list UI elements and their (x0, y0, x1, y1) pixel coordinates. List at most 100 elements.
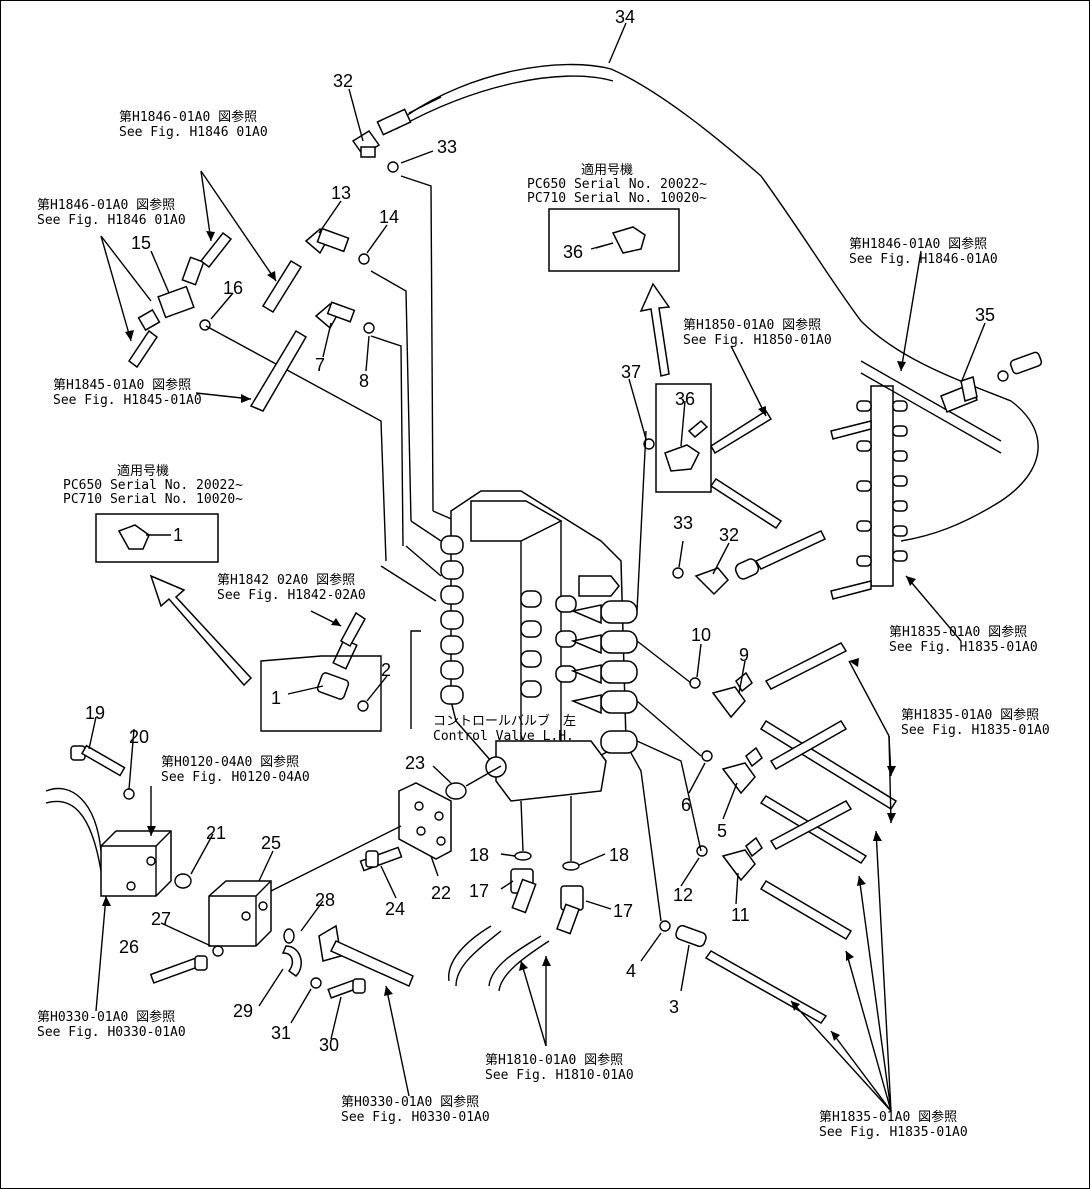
o-ring-16 (199, 319, 211, 331)
label-24: 24 (385, 899, 405, 919)
elbow-fitting-13 (304, 227, 350, 255)
label-26: 26 (119, 937, 139, 957)
serial-top-jp: 適用号機 (581, 162, 633, 178)
label-1-box: 1 (173, 525, 183, 545)
label-8: 8 (359, 371, 369, 391)
part-number-labels: 34 32 33 13 14 15 16 7 8 36 37 36 35 33 … (85, 7, 995, 1055)
label-23: 23 (405, 753, 425, 773)
fitting-5 (721, 746, 763, 795)
elbow-fitting-32-lower (694, 558, 760, 596)
o-ring-8 (363, 322, 375, 334)
label-7: 7 (315, 355, 325, 375)
ref-h1845-jp: 第H1845-01A0 図参照 (53, 377, 191, 393)
label-32-top: 32 (333, 71, 353, 91)
o-ring-28 (283, 928, 295, 944)
label-21: 21 (206, 823, 226, 843)
serial-box-left (95, 513, 219, 563)
o-ring-12 (696, 845, 708, 857)
ref-h1835-b-jp: 第H1835-01A0 図参照 (901, 707, 1039, 723)
part1-callout-frame (260, 655, 382, 732)
control-valve-jp: コントロールバルブ 左 (433, 713, 576, 729)
label-20: 20 (129, 727, 149, 747)
serial-left-line1: PC650 Serial No. 20022~ (63, 478, 243, 493)
o-ring-23 (445, 782, 467, 800)
bolt-19 (70, 744, 126, 777)
label-36-top: 36 (563, 242, 583, 262)
label-19: 19 (85, 703, 105, 723)
manifold-block-35 (830, 351, 1043, 600)
label-14: 14 (379, 207, 399, 227)
ref-h1810-jp: 第H1810-01A0 図参照 (485, 1052, 623, 1068)
bolt-26 (149, 955, 208, 984)
label-2: 2 (381, 660, 391, 680)
fitting-11 (721, 836, 763, 882)
o-ring-2 (357, 700, 369, 712)
serial-top-line1: PC650 Serial No. 20022~ (527, 177, 707, 192)
ref-h1810-en: See Fig. H1810-01A0 (485, 1068, 634, 1083)
label-1: 1 (271, 688, 281, 708)
control-valve-lh (440, 490, 638, 802)
ref-h1835-b-en: See Fig. H1835-01A0 (901, 723, 1050, 738)
elbow-fitting-7 (314, 301, 356, 330)
label-17-left: 17 (469, 881, 489, 901)
fitting-3 (675, 924, 707, 948)
label-17-right: 17 (613, 901, 633, 921)
label-33-lower: 33 (673, 513, 693, 533)
label-33-top: 33 (437, 137, 457, 157)
ref-h1835-c-jp: 第H1835-01A0 図参照 (819, 1109, 957, 1125)
ref-h0330-a-jp: 第H0330-01A0 図参照 (37, 1009, 175, 1025)
label-27: 27 (151, 909, 171, 929)
o-ring-21 (174, 873, 192, 889)
ref-h1846-b-jp: 第H1846-01A0 図参照 (37, 197, 175, 213)
label-36: 36 (675, 389, 695, 409)
ref-h1845-en: See Fig. H1845-01A0 (53, 393, 202, 408)
arrow-to-serial-box-left (149, 574, 253, 687)
label-25: 25 (261, 833, 281, 853)
bolt-24 (359, 846, 403, 872)
label-6: 6 (681, 795, 691, 815)
label-12: 12 (673, 885, 693, 905)
fitting-36-group (643, 383, 712, 493)
ref-h0330-b-jp: 第H0330-01A0 図参照 (341, 1094, 479, 1110)
clamp-29 (281, 945, 302, 977)
washer-20 (123, 788, 135, 800)
label-15: 15 (131, 233, 151, 253)
washer-27 (212, 945, 224, 957)
label-29: 29 (233, 1001, 253, 1021)
hose-end-h1845 (249, 329, 308, 412)
serial-box-top (548, 208, 680, 272)
hose-34 (405, 63, 1039, 542)
block-h0120 (45, 787, 172, 897)
o-ring-33-top (387, 161, 399, 173)
bolt-30 (327, 978, 366, 999)
o-ring-33-lower (672, 567, 684, 579)
ref-h1846-c-en: See Fig. H1846-01A0 (849, 252, 998, 267)
label-18-right: 18 (609, 845, 629, 865)
block-25 (208, 880, 272, 947)
ref-h1835-a-jp: 第H1835-01A0 図参照 (889, 624, 1027, 640)
label-37: 37 (621, 362, 641, 382)
o-ring-14 (358, 253, 370, 265)
label-9: 9 (739, 645, 749, 665)
label-18-left: 18 (469, 845, 489, 865)
ref-h1846-b-en: See Fig. H1846 01A0 (37, 213, 186, 228)
label-22: 22 (431, 883, 451, 903)
o-ring-37 (643, 438, 655, 450)
label-28: 28 (315, 890, 335, 910)
washer-31 (310, 977, 322, 989)
label-32-lower: 32 (719, 525, 739, 545)
label-34: 34 (615, 7, 635, 27)
label-11: 11 (731, 905, 750, 925)
ref-h1846-a-en: See Fig. H1846 01A0 (119, 125, 268, 140)
o-ring-4 (659, 920, 671, 932)
ref-h1850-jp: 第H1850-01A0 図参照 (683, 317, 821, 333)
o-ring-18-right (562, 861, 580, 871)
ref-h1846-a-jp: 第H1846-01A0 図参照 (119, 109, 257, 125)
ref-h0330-a-en: See Fig. H0330-01A0 (37, 1025, 186, 1040)
ref-h1835-c-en: See Fig. H1835-01A0 (819, 1125, 968, 1140)
serial-left-line2: PC710 Serial No. 10020~ (63, 492, 243, 507)
label-35: 35 (975, 305, 995, 325)
fitting-17-right (556, 885, 584, 935)
